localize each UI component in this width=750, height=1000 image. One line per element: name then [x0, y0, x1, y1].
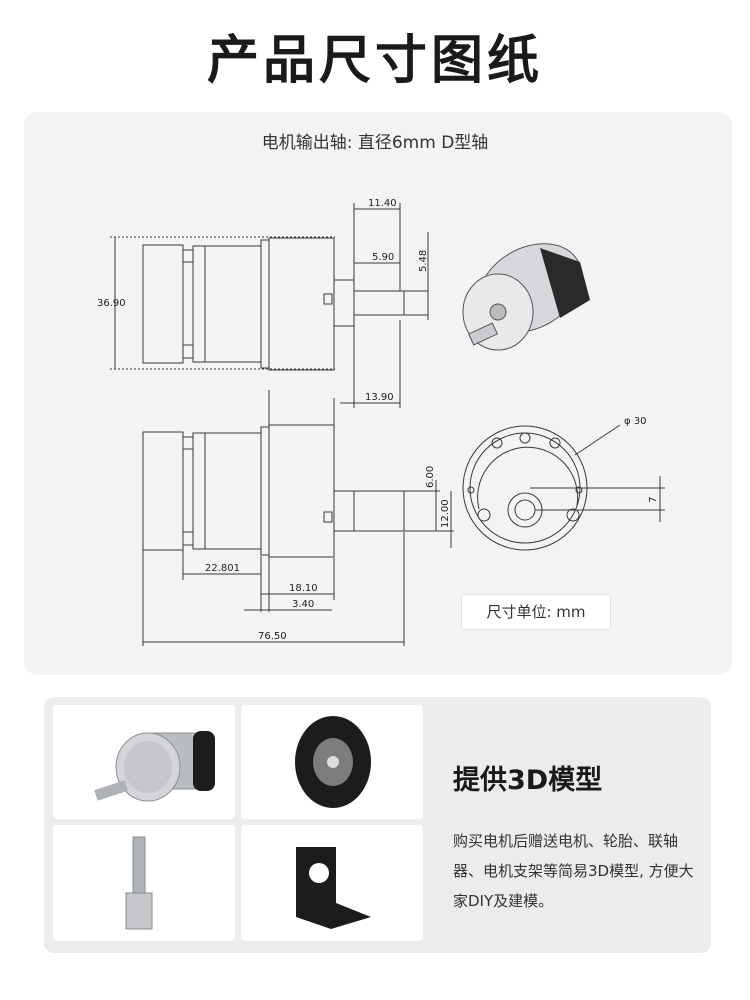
dim-5-48: 5.48 [418, 250, 429, 272]
models-description: 购买电机后赠送电机、轮胎、联轴器、电机支架等简易3D模型, 方便大家DIY及建模… [453, 832, 694, 910]
dim-36-90: 36.90 [97, 298, 126, 309]
dim-5-90: 5.90 [372, 252, 394, 263]
dim-76-50: 76.50 [258, 631, 287, 642]
dim-12-00: 12.00 [440, 499, 451, 528]
drawing-card [24, 112, 732, 675]
motor-bracket-render [241, 825, 423, 941]
shaft-caption: 电机输出轴: 直径6mm D型轴 [261, 133, 489, 153]
dim-7: 7 [648, 497, 659, 503]
unit-label: 尺寸单位: mm [461, 594, 611, 630]
motor-side-view-top [110, 203, 429, 408]
mecanum-wheel-render [241, 705, 423, 819]
motor-end-view [462, 424, 665, 551]
shaft-coupler-render [53, 825, 235, 941]
dim-11-40: 11.40 [368, 198, 397, 209]
dim-6-00: 6.00 [425, 466, 436, 488]
dim-22-801: 22.801 [205, 563, 240, 574]
dim-phi-30: φ 30 [624, 416, 647, 427]
gear-motor-render [53, 705, 235, 819]
motor-side-view-bottom [142, 390, 454, 646]
dim-3-40: 3.40 [292, 599, 314, 610]
gear-motor-3d-view [462, 243, 590, 351]
page-title: 产品尺寸图纸 [206, 31, 543, 91]
dim-13-90: 13.90 [365, 392, 394, 403]
dim-18-10: 18.10 [289, 583, 318, 594]
models-heading: 提供3D模型 [453, 765, 603, 796]
